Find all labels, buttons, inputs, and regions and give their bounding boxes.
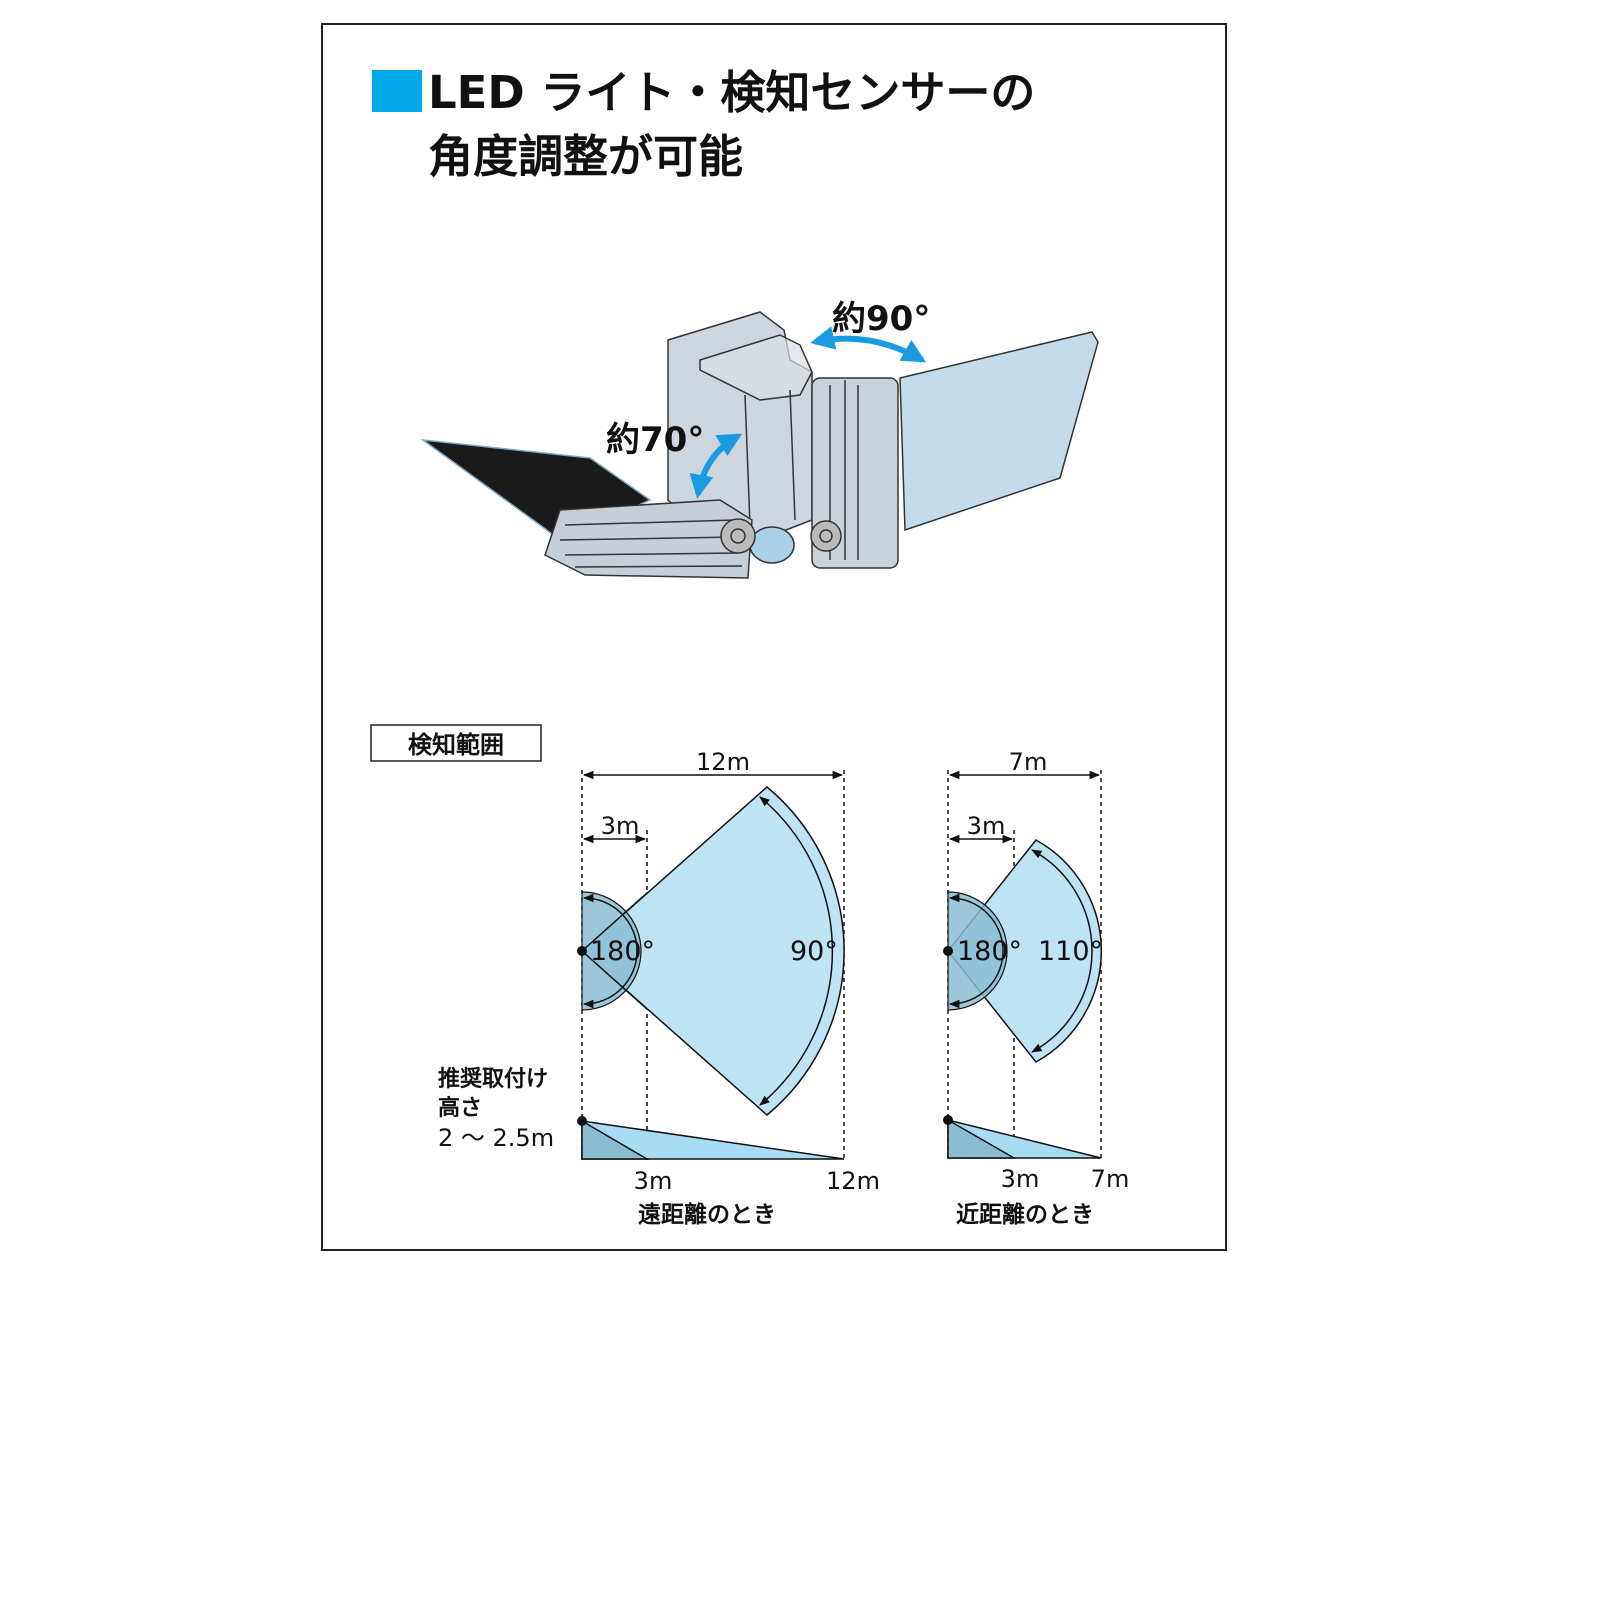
near-narrow-angle: 110°	[1038, 936, 1103, 967]
near-caption: 近距離のとき	[956, 1201, 1094, 1228]
sensor-rotation-arrow-icon	[810, 326, 927, 363]
light-angle-label: 約70°	[606, 420, 704, 460]
mount-height-line1: 推奨取付け	[438, 1067, 548, 1092]
near-narrow-sector	[947, 839, 1102, 1063]
title-line1: LED ライト・検知センサーの	[428, 66, 1035, 119]
near-bottom-far: 7m	[1091, 1165, 1130, 1193]
mount-height-line3: 2 ～ 2.5m	[438, 1124, 554, 1152]
near-total-distance: 7m	[1009, 748, 1048, 776]
mount-height-line2: 高さ	[438, 1095, 482, 1121]
far-narrow-angle: 90°	[790, 936, 838, 967]
title-line2: 角度調整が可能	[428, 130, 743, 183]
light-joint-knob	[720, 518, 756, 554]
far-bottom-far: 12m	[826, 1167, 880, 1195]
sensor-panel	[899, 331, 1099, 532]
near-range-diagram	[943, 770, 1102, 1159]
joint	[749, 526, 795, 564]
far-caption: 遠距離のとき	[638, 1201, 776, 1228]
device-illustration	[420, 311, 1099, 579]
far-total-distance: 12m	[696, 748, 750, 776]
near-wide-semicircle	[947, 891, 1008, 1011]
far-narrow-sector	[580, 786, 845, 1116]
detection-range-label-box	[370, 724, 542, 762]
sensor-housing	[811, 377, 899, 569]
far-wide-semicircle	[581, 891, 642, 1011]
frame-border	[321, 23, 1227, 1251]
far-range-diagram	[577, 770, 845, 1160]
title-accent-square	[372, 70, 422, 112]
light-rotation-arrow-icon	[689, 433, 743, 499]
far-near-distance: 3m	[601, 812, 640, 840]
near-wide-angle: 180°	[957, 936, 1022, 967]
far-wide-angle: 180°	[590, 936, 655, 967]
near-near-distance: 3m	[967, 812, 1006, 840]
near-bottom-near: 3m	[1001, 1165, 1040, 1193]
sensor-angle-label: 約90°	[832, 299, 930, 339]
far-bottom-near: 3m	[634, 1167, 673, 1195]
detection-range-label: 検知範囲	[408, 731, 504, 759]
sensor-joint-knob	[810, 520, 842, 552]
